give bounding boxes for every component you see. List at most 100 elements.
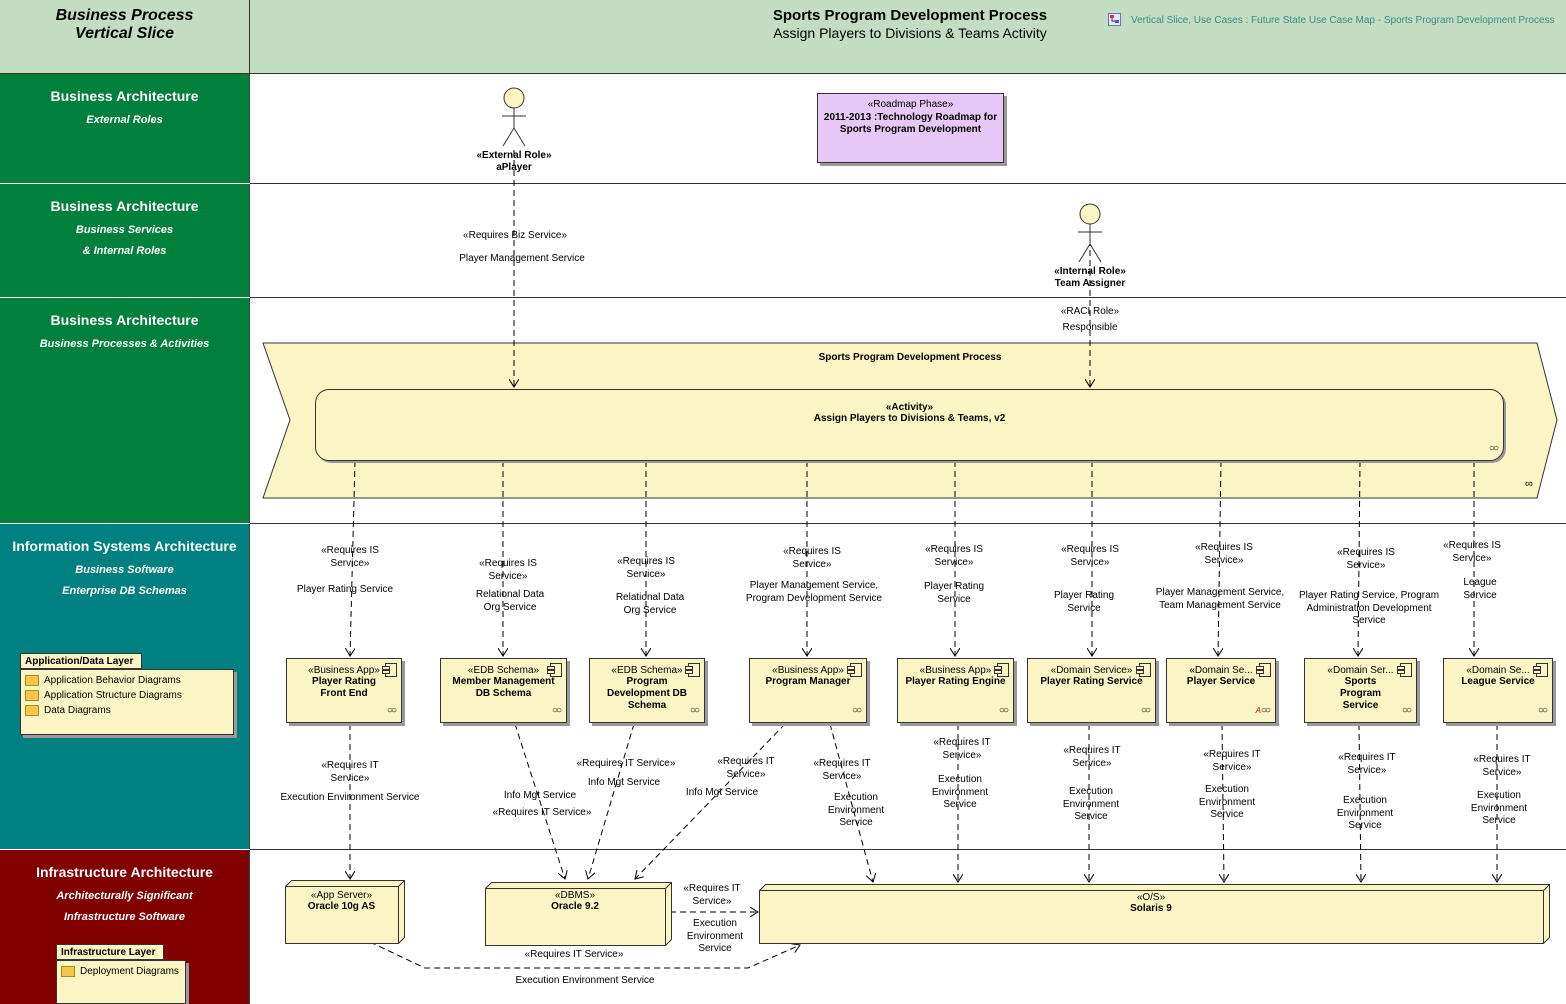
warning-icon: A xyxy=(1255,706,1261,715)
it-requirement-stereotype: «Requires IT Service» xyxy=(1338,752,1396,776)
it-requirement-stereotype: «Requires IT Service» xyxy=(1063,745,1121,769)
node-app-server[interactable]: «App Server» Oracle 10g AS xyxy=(285,880,405,944)
process-link-icon[interactable]: ∞ xyxy=(1525,478,1533,490)
lane-subtitle: & Internal Roles xyxy=(82,245,167,257)
component-stereotype: «Business App» xyxy=(772,665,844,676)
link-icon: ○○ xyxy=(1488,443,1499,454)
node-dbms[interactable]: «DBMS» Oracle 9.2 xyxy=(485,882,672,946)
is-requirement-stereotype: «Requires IS Service» xyxy=(321,545,379,569)
roadmap-phase[interactable]: «Roadmap Phase» 2011-2013 :Technology Ro… xyxy=(817,93,1004,163)
it-requirement-name: Execution Environment Service xyxy=(280,792,420,803)
activity[interactable]: «Activity» Assign Players to Divisions &… xyxy=(315,389,1504,461)
it-requirement-stereotype: «Requires IT Service» xyxy=(321,760,379,784)
it-requirement-name: Execution Environment Service xyxy=(1336,795,1394,831)
component-player-rating-service[interactable]: «Domain Service» Player Rating Service ○… xyxy=(1027,658,1156,723)
it-requirement-name: Execution Environment Service xyxy=(931,774,989,810)
is-requirement-name: Player Rating Service xyxy=(923,581,985,605)
component-stereotype: «EDB Schema» xyxy=(611,665,683,676)
package-item[interactable]: Application Structure Diagrams xyxy=(21,688,233,703)
it-requirement-name: Execution Environment Service xyxy=(1062,786,1120,822)
component-stereotype: «Business App» xyxy=(308,665,380,676)
it-requirement-stereotype: «Requires IT Service» xyxy=(576,758,676,769)
is-requirement-name: Player Rating Service xyxy=(296,584,394,595)
lane-divider xyxy=(250,183,1566,184)
node-name: Solaris 9 xyxy=(1130,903,1172,914)
component-program-manager[interactable]: «Business App» Program Manager ○○ xyxy=(749,658,867,723)
folder-icon xyxy=(25,689,39,701)
lane-title: Infrastructure Architecture xyxy=(36,864,213,880)
node-name: Oracle 9.2 xyxy=(551,901,599,912)
is-requirement-stereotype: «Requires IS Service» xyxy=(1061,544,1119,568)
component-player-service[interactable]: «Domain Se... Player Service A○○ xyxy=(1166,658,1276,723)
diagram-link-icon[interactable] xyxy=(1108,13,1121,26)
diagram-link[interactable]: Vertical Slice, Use Cases : Future State… xyxy=(1131,15,1555,26)
package-item[interactable]: Deployment Diagrams xyxy=(57,964,185,979)
package-item[interactable]: Application Behavior Diagrams xyxy=(21,673,233,688)
component-sports-program-service[interactable]: «Domain Ser... Sports Program Service ○○ xyxy=(1304,658,1417,723)
it-requirement-stereotype: «Requires IT Service» xyxy=(933,737,991,761)
it-requirement-stereotype: «Requires IT Service» xyxy=(492,807,592,818)
is-requirement-name: Player Management Service, Program Devel… xyxy=(745,580,883,604)
component-icon xyxy=(1136,663,1151,677)
is-requirement-stereotype: «Requires IS Service» xyxy=(1337,547,1395,571)
lane-title: Business Architecture xyxy=(50,198,199,214)
link-icon: ○○ xyxy=(998,705,1009,716)
lane-subtitle: Business Processes & Activities xyxy=(39,338,210,350)
component-icon xyxy=(994,663,1009,677)
diagram-title: Sports Program Development Process xyxy=(772,7,1048,24)
app-layer-package[interactable]: Application Behavior Diagrams Applicatio… xyxy=(20,669,234,735)
header-bar xyxy=(0,0,1566,74)
component-icon xyxy=(382,663,397,677)
lane-subtitle: Enterprise DB Schemas xyxy=(62,585,187,597)
external-role-stereotype: «External Role» xyxy=(476,150,552,161)
component-name: Sports Program Service xyxy=(1339,676,1382,711)
node-os[interactable]: «O/S» Solaris 9 xyxy=(759,884,1550,944)
it-requirement-stereotype: «Requires IT Service» xyxy=(1203,749,1261,773)
component-stereotype: «EDB Schema» xyxy=(467,665,540,676)
component-name: Program Manager xyxy=(765,676,851,687)
app-layer-package-tab[interactable]: Application/Data Layer xyxy=(20,653,142,669)
it-requirement-name: Execution Environment Service xyxy=(1470,790,1528,826)
actor-icon[interactable] xyxy=(494,86,534,148)
header-left-cell: Business Process Vertical Slice xyxy=(0,0,250,73)
component-icon xyxy=(1533,663,1548,677)
it-requirement-stereotype: «Requires IT Service» xyxy=(524,949,624,960)
roadmap-name: 2011-2013 :Technology Roadmap for Sports… xyxy=(823,111,998,136)
it-requirement-stereotype: «Requires IT Service» xyxy=(813,758,871,782)
component-name: Member Management DB Schema xyxy=(452,676,555,699)
activity-name: Assign Players to Divisions & Teams, v2 xyxy=(813,413,1006,424)
roadmap-stereotype: «Roadmap Phase» xyxy=(867,99,954,110)
process-name: Sports Program Development Process xyxy=(818,352,1002,363)
package-item[interactable]: Data Diagrams xyxy=(21,703,233,718)
is-requirement-name: Relational Data Org Service xyxy=(475,589,545,613)
component-stereotype: «Business App» xyxy=(919,665,992,676)
component-member-management-db-schema[interactable]: «EDB Schema» Member Management DB Schema… xyxy=(440,658,567,723)
package-title: Infrastructure Layer xyxy=(61,947,156,958)
component-icon xyxy=(847,663,862,677)
internal-role-stereotype: «Internal Role» xyxy=(1054,266,1126,277)
component-program-development-db-schema[interactable]: «EDB Schema» Program Development DB Sche… xyxy=(589,658,705,723)
lane-divider xyxy=(250,297,1566,298)
link-icon: ○○ xyxy=(689,705,700,716)
is-requirement-stereotype: «Requires IS Service» xyxy=(1195,542,1253,566)
is-requirement-name: Relational Data Org Service xyxy=(615,592,685,616)
package-title: Application/Data Layer xyxy=(25,656,134,667)
folder-icon xyxy=(61,965,75,977)
component-player-rating-engine[interactable]: «Business App» Player Rating Engine ○○ xyxy=(897,658,1014,723)
it-requirement-name: Execution Environment Service xyxy=(686,918,744,954)
component-stereotype: «Domain Se... xyxy=(1189,665,1253,676)
infra-layer-package[interactable]: Deployment Diagrams xyxy=(56,960,186,1004)
lane-subtitle: Business Software xyxy=(75,564,174,576)
actor-icon[interactable] xyxy=(1070,202,1110,264)
biz-service-name: Player Management Service xyxy=(459,253,585,264)
it-requirement-stereotype: «Requires IT Service» xyxy=(717,756,775,780)
infra-layer-package-tab[interactable]: Infrastructure Layer xyxy=(56,944,164,960)
link-icon: ○○ xyxy=(386,705,397,716)
component-player-rating-front-end[interactable]: «Business App» Player Rating Front End ○… xyxy=(286,658,402,723)
external-role-name: aPlayer xyxy=(496,162,532,173)
it-requirement-name: Execution Environment Service xyxy=(1198,784,1256,820)
it-requirement-name: Info Mgt Service xyxy=(587,777,661,788)
component-league-service[interactable]: «Domain Se... League Service ○○ xyxy=(1443,658,1553,723)
it-requirement-stereotype: «Requires IT Service» xyxy=(683,883,741,907)
lane-divider xyxy=(250,849,1566,850)
